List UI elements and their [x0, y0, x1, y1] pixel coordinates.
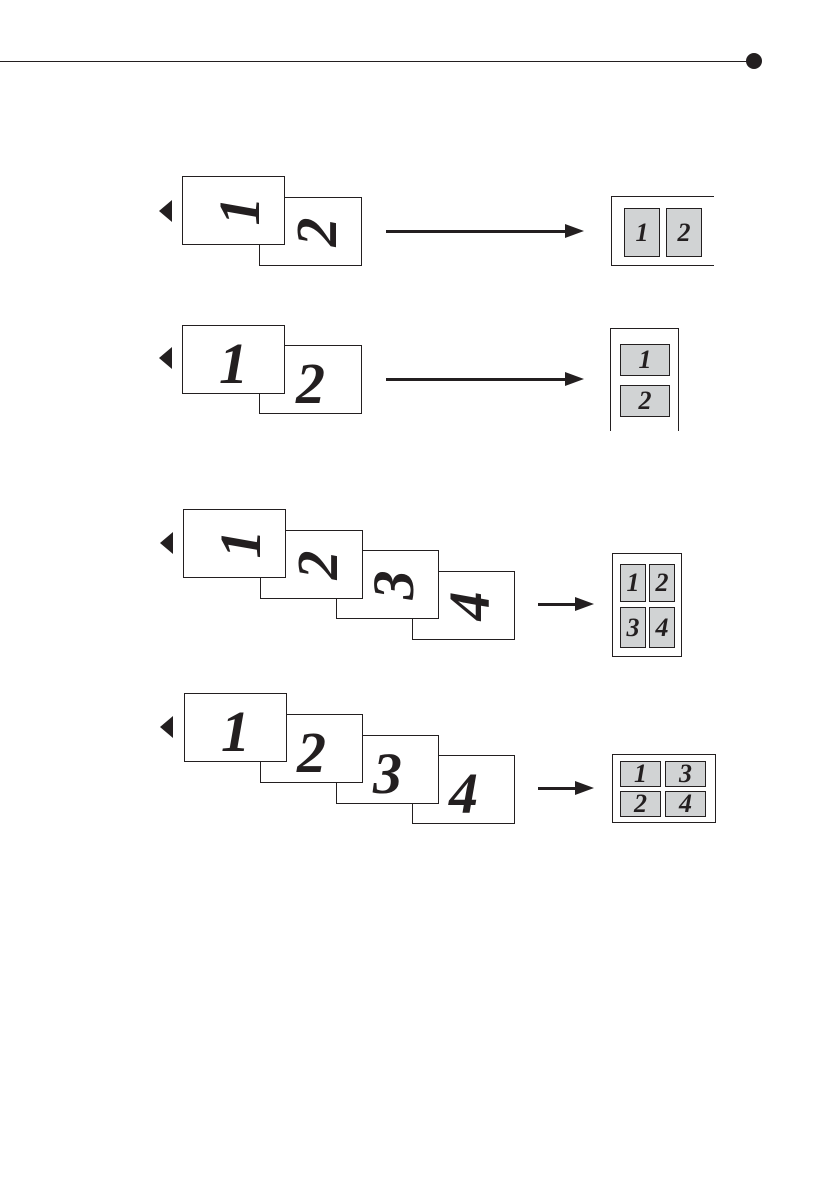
result-cell: 3: [665, 761, 706, 787]
page-number: 2: [297, 724, 326, 782]
cell-number: 1: [634, 761, 647, 787]
cell-number: 4: [679, 791, 692, 817]
result-sheet: 1 3 2 4: [612, 754, 716, 823]
feed-direction-icon: [160, 716, 173, 738]
result-cell: 2: [620, 791, 661, 817]
result-cell: 4: [665, 791, 706, 817]
cell-number: 3: [679, 761, 692, 787]
conversion-arrow: [538, 787, 576, 790]
page-number: 4: [449, 765, 478, 823]
cell-number: 2: [634, 791, 647, 817]
result-cell: 1: [620, 761, 661, 787]
row-landscape-4in1: 4 3 2 1 1 3 2 4: [0, 0, 840, 860]
source-page: 1: [184, 693, 287, 762]
page-number: 3: [373, 745, 402, 803]
page-number: 1: [221, 703, 250, 761]
